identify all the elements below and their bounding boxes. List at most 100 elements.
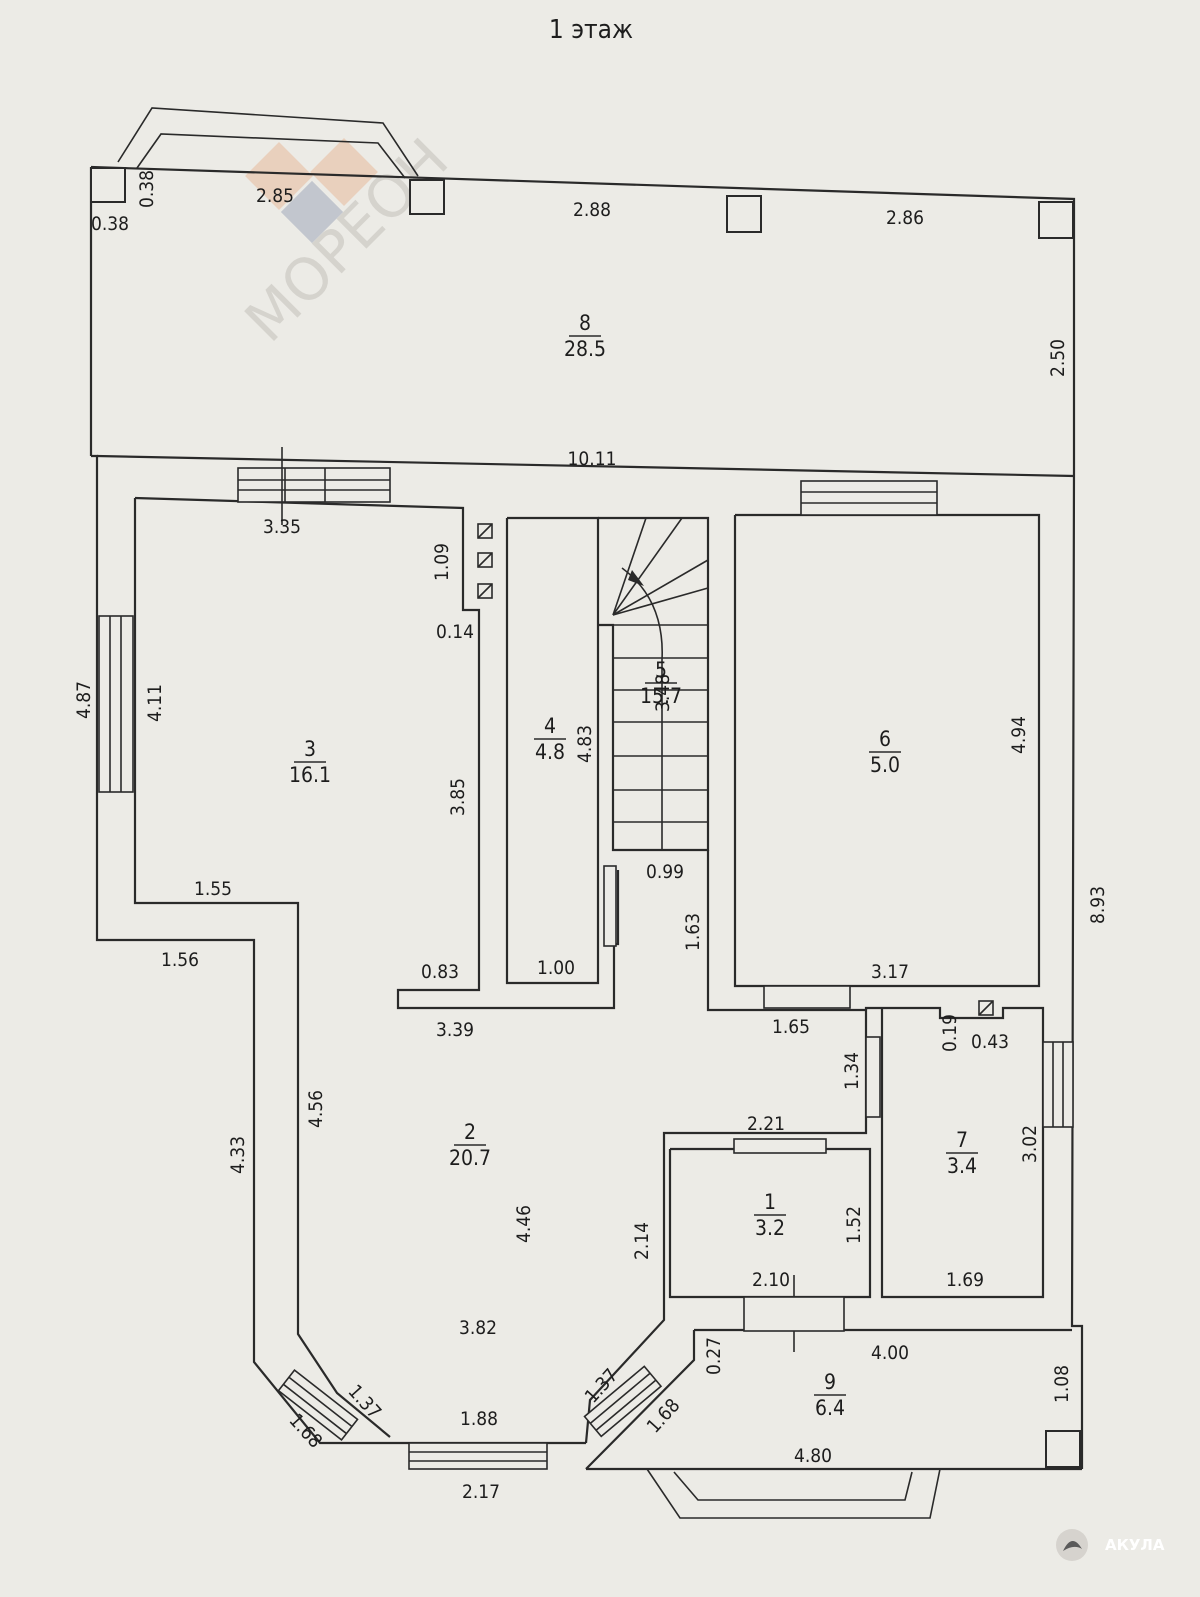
- front-porch-outer: [117, 107, 419, 177]
- room-9-divider: [585, 1330, 696, 1470]
- room-area: 6.4: [815, 1396, 845, 1420]
- pillar-3: [726, 195, 762, 233]
- terrace-pillars: [90, 167, 1081, 1468]
- stair-arrow: [628, 570, 644, 586]
- room-number: 2: [464, 1120, 476, 1144]
- room-number: 1: [764, 1190, 776, 1214]
- akula-badge: АКУЛА: [1056, 1529, 1165, 1561]
- door-room-1-bottom: [743, 1296, 845, 1332]
- room-label-8: 828.5: [564, 311, 606, 361]
- dimension-label: 0.19: [939, 1014, 961, 1052]
- room-area: 20.7: [449, 1146, 491, 1170]
- windows: [98, 447, 1074, 1470]
- room-area: 3.4: [947, 1154, 977, 1178]
- room-label-5: 515.7: [640, 658, 682, 708]
- dimension-label: 0.27: [703, 1337, 725, 1375]
- dimension-label: 1.55: [194, 878, 232, 900]
- room-number: 6: [879, 727, 891, 751]
- front-porch-inner: [136, 133, 406, 179]
- watermark-logo-square-blue: [280, 180, 344, 244]
- dimension-label: 4.56: [305, 1090, 327, 1128]
- room-6-outer: [864, 1006, 882, 1010]
- dimension-label: 4.87: [73, 681, 95, 719]
- window-room-3-left: [98, 615, 134, 793]
- door-room-1-top: [733, 1138, 827, 1154]
- exterior-walls: [89, 165, 1084, 1471]
- corridor-walls: [584, 850, 868, 1444]
- room-label-3: 316.1: [289, 737, 331, 787]
- room-area: 3.2: [755, 1216, 785, 1240]
- dimension-label: 3.02: [1019, 1125, 1041, 1163]
- dimension-label: 0.43: [971, 1031, 1009, 1053]
- dimension-label: 4.00: [871, 1342, 909, 1364]
- dimension-label: 4.94: [1008, 716, 1030, 754]
- dimension-label: 3.39: [436, 1019, 474, 1041]
- dimension-label: 2.88: [573, 199, 611, 221]
- pillar-4: [1038, 201, 1074, 239]
- dimension-label: 3.17: [871, 961, 909, 983]
- room-number: 4: [544, 714, 556, 738]
- room-area: 28.5: [564, 337, 606, 361]
- window-room-5-top: [800, 480, 938, 516]
- dimension-label: 0.83: [421, 961, 459, 983]
- pillar-1: [90, 167, 126, 203]
- room-number: 9: [824, 1370, 836, 1394]
- dimension-label: 0.38: [136, 170, 158, 208]
- pillar-2: [409, 179, 445, 215]
- rear-porch-inner: [673, 1471, 913, 1501]
- room-6-walls: [880, 1006, 1045, 1299]
- pillar-5: [1045, 1430, 1081, 1468]
- room-area: 16.1: [289, 763, 331, 787]
- dimension-label: 1.68: [643, 1394, 685, 1437]
- dimension-label: 1.09: [431, 543, 453, 581]
- dimension-label: 8.93: [1087, 886, 1109, 924]
- window-bay-right: [583, 1365, 663, 1438]
- dimension-label: 1.34: [841, 1052, 863, 1090]
- room-label-7: 73.4: [946, 1128, 978, 1178]
- dimension-label: 0.38: [91, 213, 129, 235]
- window-bay-left: [277, 1369, 359, 1441]
- dimension-label: 4.83: [574, 725, 596, 763]
- dimension-label: 4.33: [227, 1136, 249, 1174]
- dimension-label: 2.17: [462, 1481, 500, 1503]
- room-4-walls: [505, 516, 600, 985]
- room-label-4: 44.8: [534, 714, 566, 764]
- dimension-label: 3.48: [652, 674, 674, 712]
- room-number: 8: [579, 311, 591, 335]
- dimension-label: 1.88: [460, 1408, 498, 1430]
- window-room-6-right: [1042, 1041, 1074, 1128]
- dimension-label: 4.46: [513, 1205, 535, 1243]
- room-number: 3: [304, 737, 316, 761]
- dimension-label: 2.85: [256, 185, 294, 207]
- room-label-1: 13.2: [754, 1190, 786, 1240]
- floor-title: 1 этаж: [549, 15, 633, 45]
- room-area: 15.7: [640, 684, 682, 708]
- stairs-7: [598, 516, 710, 852]
- dimension-label: 0.14: [436, 621, 474, 643]
- window-room-3-top: [237, 467, 391, 503]
- dimension-label: 2.10: [752, 1269, 790, 1291]
- watermark-logo-square-orange-2: [310, 138, 378, 206]
- dimension-label: 4.11: [144, 684, 166, 722]
- dimension-label: 3.35: [263, 516, 301, 538]
- dimension-label: 0.99: [646, 861, 684, 883]
- dimension-label: 1.69: [946, 1269, 984, 1291]
- room-area: 5.0: [870, 753, 900, 777]
- room-area: 4.8: [535, 740, 565, 764]
- rear-porch-outer: [646, 1468, 941, 1519]
- room-3-walls: [133, 498, 391, 1438]
- dimension-label: 2.14: [631, 1222, 653, 1260]
- dimension-label: 3.82: [459, 1317, 497, 1339]
- dimension-label: 1.08: [1051, 1365, 1073, 1403]
- dimension-label: 1.63: [682, 913, 704, 951]
- dimension-label: 3.85: [447, 778, 469, 816]
- dimension-label: 1.00: [537, 957, 575, 979]
- dimension-label: 4.80: [794, 1445, 832, 1467]
- room-number: 7: [956, 1128, 968, 1152]
- door-room-5-bottom: [763, 985, 851, 1009]
- room-label-2: 220.7: [449, 1120, 491, 1170]
- door-room-4: [603, 865, 617, 947]
